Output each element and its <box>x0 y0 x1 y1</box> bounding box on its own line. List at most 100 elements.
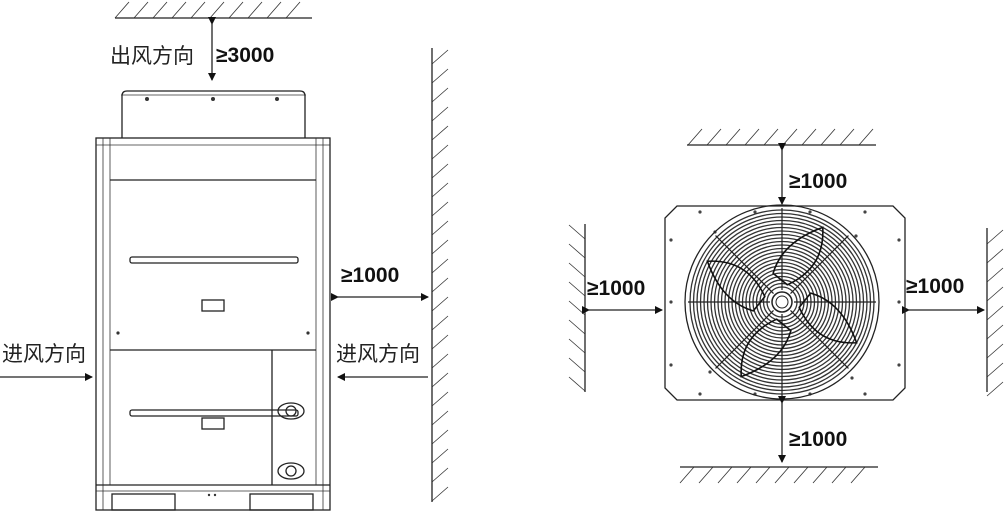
hatch-line <box>568 319 586 335</box>
hatch-line <box>152 1 168 19</box>
guard-spoke <box>715 310 774 369</box>
water-connection-upper <box>277 402 305 420</box>
right-clearance-label: ≥1000 <box>341 264 399 287</box>
top-clearance-label-top-view: ≥1000 <box>789 170 847 193</box>
fan-guard <box>684 204 880 400</box>
hatch-line <box>679 466 695 484</box>
inlet-direction-label-right: 进风方向 <box>336 342 420 366</box>
bottom-wall-hatch <box>679 466 866 484</box>
outlet-direction-label: 出风方向 <box>110 44 194 68</box>
hatch-line <box>171 1 187 19</box>
hatch-line <box>774 466 790 484</box>
hatch-line <box>431 49 449 65</box>
hatch-line <box>820 128 836 146</box>
fan-blade <box>798 292 858 344</box>
guard-spoke <box>790 310 849 369</box>
hatch-line <box>133 1 149 19</box>
hatch-line <box>431 448 449 464</box>
hatch-line <box>431 258 449 274</box>
fan-hub-inner <box>775 295 789 309</box>
hatch-line <box>568 224 586 240</box>
hatch-line <box>717 466 733 484</box>
hatch-line <box>858 128 874 146</box>
fan-blade <box>706 260 766 312</box>
hatch-line <box>431 239 449 255</box>
hatch-line <box>431 68 449 84</box>
bolt <box>698 210 702 214</box>
hatch-line <box>986 267 1004 283</box>
top-wall-hatch <box>687 128 874 146</box>
hatch-line <box>431 125 449 141</box>
hatch-line <box>839 128 855 146</box>
hatch-line <box>431 486 449 502</box>
bolt <box>669 238 673 242</box>
hatch-line <box>986 362 1004 378</box>
top-fan-cowl <box>121 90 306 138</box>
hatch-line <box>266 1 282 19</box>
lower-panel-latch <box>201 417 225 430</box>
hatch-line <box>114 1 130 19</box>
bolt <box>669 363 673 367</box>
hatch-line <box>228 1 244 19</box>
outdoor-unit-side <box>95 90 331 511</box>
hatch-line <box>431 106 449 122</box>
base-vent-left <box>111 493 176 511</box>
hatch-line <box>986 248 1004 264</box>
bolt <box>863 392 867 396</box>
hatch-line <box>431 296 449 312</box>
bolt <box>897 300 901 304</box>
hatch-line <box>190 1 206 19</box>
hatch-line <box>986 286 1004 302</box>
upper-panel-latch <box>201 299 225 312</box>
hatch-line <box>986 305 1004 321</box>
inlet-direction-label-left: 进风方向 <box>2 342 86 366</box>
bolt <box>808 210 812 214</box>
left-clearance-label: ≥1000 <box>587 277 645 300</box>
bolt <box>698 392 702 396</box>
bolt <box>897 363 901 367</box>
hatch-line <box>431 391 449 407</box>
hatch-line <box>431 277 449 293</box>
hatch-line <box>568 357 586 373</box>
bolt <box>708 370 712 374</box>
water-connection-lower <box>277 462 305 480</box>
bolt <box>753 210 757 214</box>
side-view: 出风方向 ≥3000 <box>0 1 449 511</box>
hatch-line <box>763 128 779 146</box>
base-vent-right <box>249 493 314 511</box>
fan-blade <box>772 226 824 286</box>
guard-spoke <box>715 235 774 294</box>
top-view: ≥1000 ≥1000 ≥1000 ≥1000 <box>568 128 1004 484</box>
guard-spoke <box>790 235 849 294</box>
hatch-line <box>568 300 586 316</box>
hatch-line <box>568 262 586 278</box>
hatch-line <box>431 410 449 426</box>
fan-blade <box>740 318 792 378</box>
hatch-line <box>986 324 1004 340</box>
right-wall-hatch <box>986 229 1004 397</box>
hatch-line <box>698 466 714 484</box>
hatch-line <box>247 1 263 19</box>
hatch-line <box>986 343 1004 359</box>
hatch-line <box>986 381 1004 397</box>
hatch-line <box>568 376 586 392</box>
hatch-line <box>812 466 828 484</box>
ceiling-hatch <box>114 1 301 19</box>
unit-top-plate <box>664 205 906 401</box>
top-clearance-label: ≥3000 <box>216 44 274 67</box>
hatch-line <box>568 281 586 297</box>
hatch-line <box>736 466 752 484</box>
hatch-line <box>285 1 301 19</box>
hatch-line <box>568 243 586 259</box>
hatch-line <box>831 466 847 484</box>
bottom-clearance-label: ≥1000 <box>789 428 847 451</box>
hatch-line <box>782 128 798 146</box>
bolt <box>850 376 854 380</box>
bolt <box>854 234 858 238</box>
hatch-line <box>431 315 449 331</box>
hatch-line <box>850 466 866 484</box>
hatch-line <box>431 429 449 445</box>
bolt <box>897 238 901 242</box>
hatch-line <box>801 128 817 146</box>
